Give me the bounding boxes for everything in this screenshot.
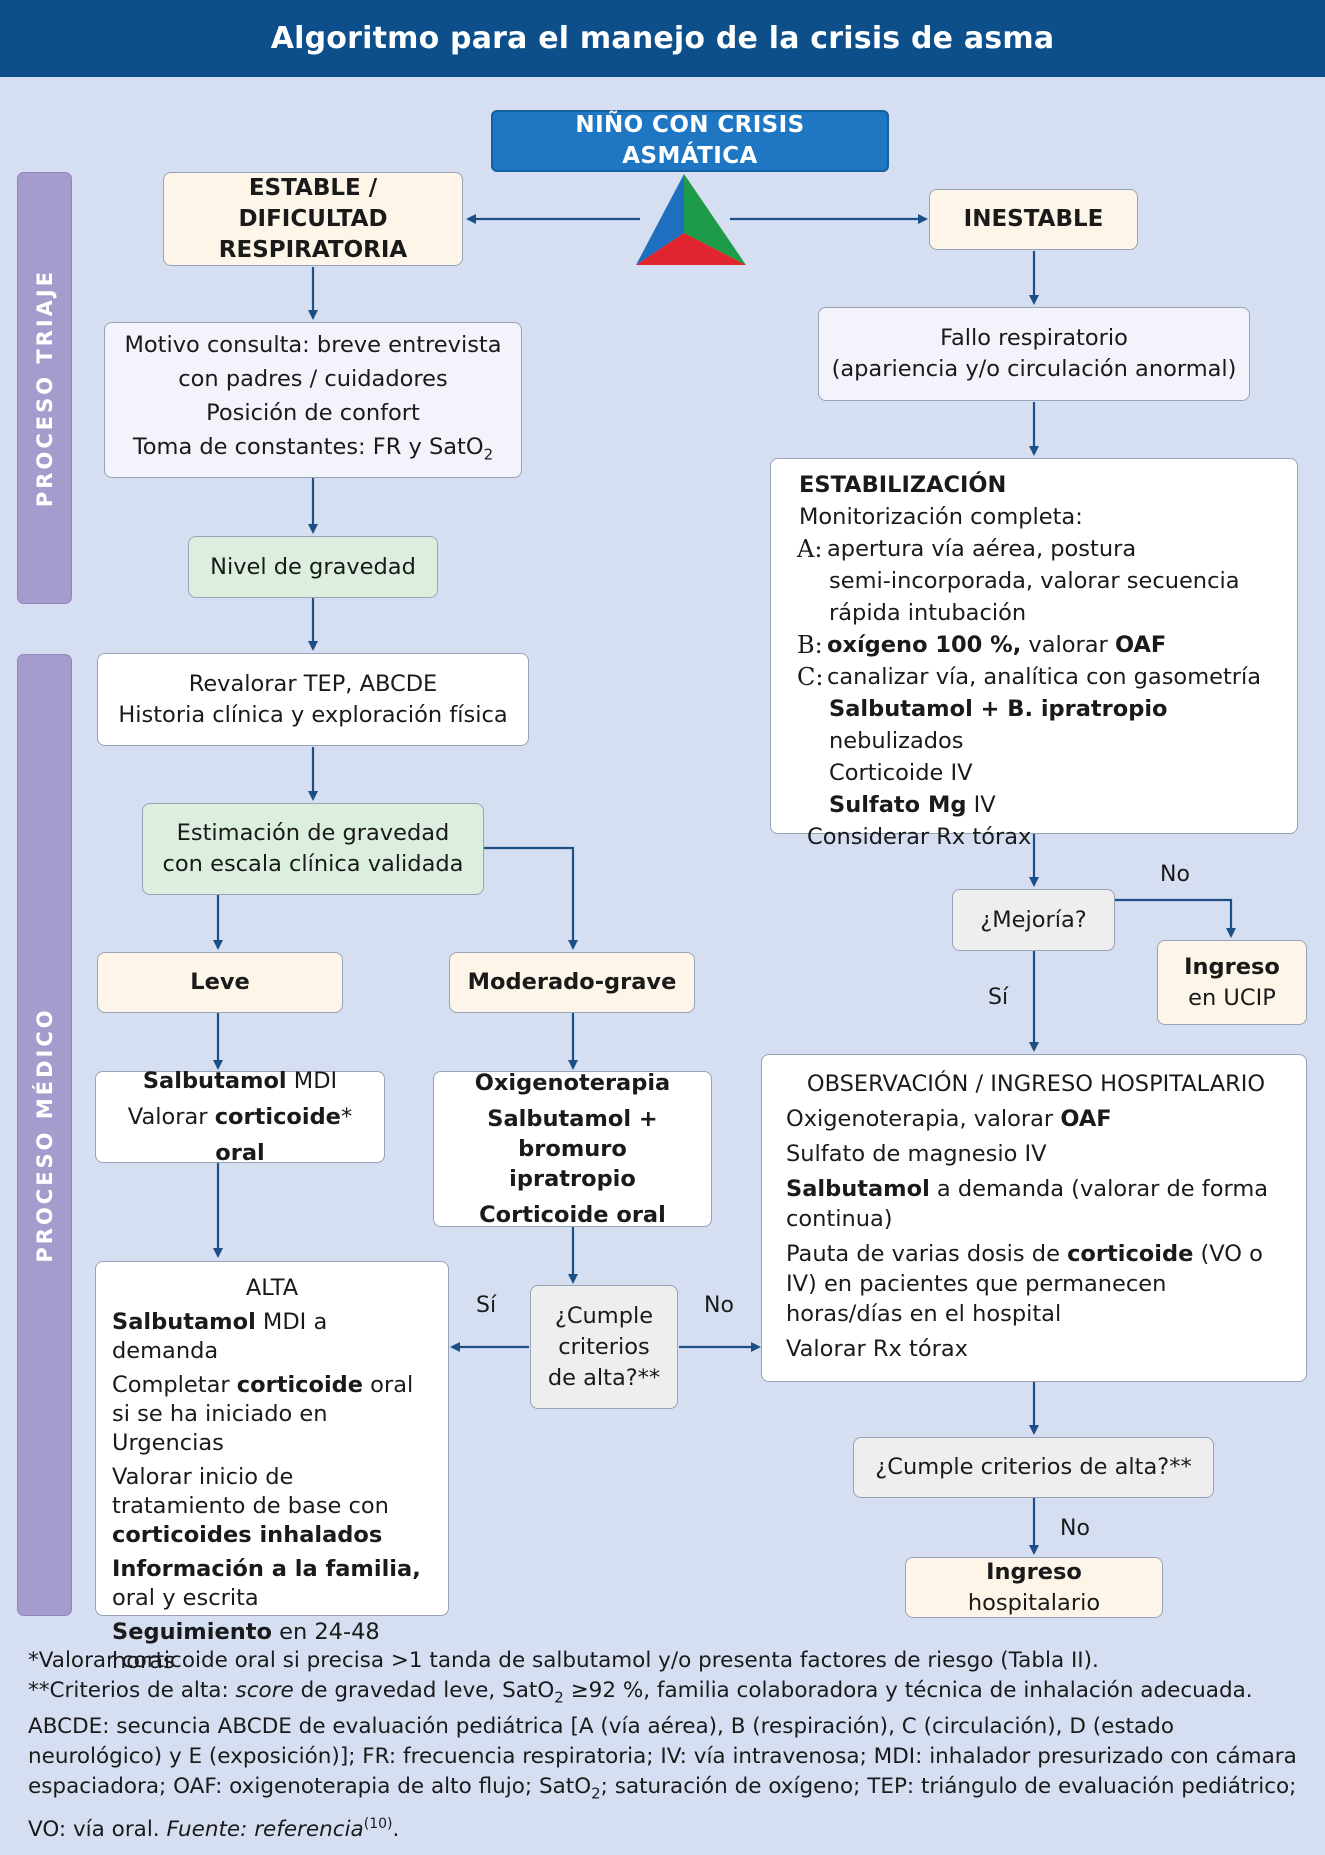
node-moderado-grave: Moderado-grave xyxy=(449,952,695,1013)
edge-label-no-mejoria: No xyxy=(1160,862,1190,887)
page-title: Algoritmo para el manejo de la crisis de… xyxy=(0,0,1325,77)
node-cumple-criterios-2: ¿Cumple criterios de alta?** xyxy=(853,1437,1214,1498)
edge-label-si-alta: Sí xyxy=(476,1293,497,1318)
node-revalorar: Revalorar TEP, ABCDE Historia clínica y … xyxy=(97,653,529,746)
node-estabilizacion: ESTABILIZACIÓN Monitorización completa: … xyxy=(770,458,1298,850)
node-cumple-criterios-1: ¿Cumple criterios de alta?** xyxy=(530,1285,678,1409)
node-inestable: INESTABLE xyxy=(929,189,1138,250)
node-ingreso-hospitalario: Ingreso hospitalario xyxy=(905,1557,1163,1618)
tep-triangle-icon xyxy=(636,174,746,265)
node-leve-tratamiento: Salbutamol MDI Valorar corticoide* oral xyxy=(95,1068,385,1166)
node-ingreso-ucip: Ingreso en UCIP xyxy=(1157,940,1307,1025)
sidebar-proceso-triaje: PROCESO TRIAJE xyxy=(17,172,72,604)
node-fallo-respiratorio: Fallo respiratorio (apariencia y/o circu… xyxy=(818,307,1250,401)
node-moderado-tratamiento: Oxigenoterapia Salbutamol + bromuro ipra… xyxy=(433,1070,712,1228)
node-nivel-gravedad: Nivel de gravedad xyxy=(188,536,438,598)
edge-label-no-alta: No xyxy=(704,1293,734,1318)
node-nino-crisis: NIÑO CON CRISIS ASMÁTICA xyxy=(491,110,889,172)
edge-label-no-criterios: No xyxy=(1060,1516,1090,1541)
node-observacion: OBSERVACIÓN / INGRESO HOSPITALARIO Oxige… xyxy=(761,1054,1307,1382)
node-leve: Leve xyxy=(97,952,343,1013)
footnotes: *Valorar corticoide oral si precisa >1 t… xyxy=(28,1648,1297,1842)
edge-label-si-mejoria: Sí xyxy=(988,985,1009,1010)
node-estable: ESTABLE / DIFICULTAD RESPIRATORIA xyxy=(163,172,463,266)
node-motivo-consulta: Motivo consulta: breve entrevista con pa… xyxy=(104,322,522,478)
node-mejoria: ¿Mejoría? xyxy=(952,889,1115,951)
node-estimacion-gravedad: Estimación de gravedad con escala clínic… xyxy=(142,803,484,895)
sidebar-proceso-medico: PROCESO MÉDICO xyxy=(17,654,72,1616)
node-alta: ALTA Salbutamol MDI a demanda Completar … xyxy=(95,1261,449,1674)
